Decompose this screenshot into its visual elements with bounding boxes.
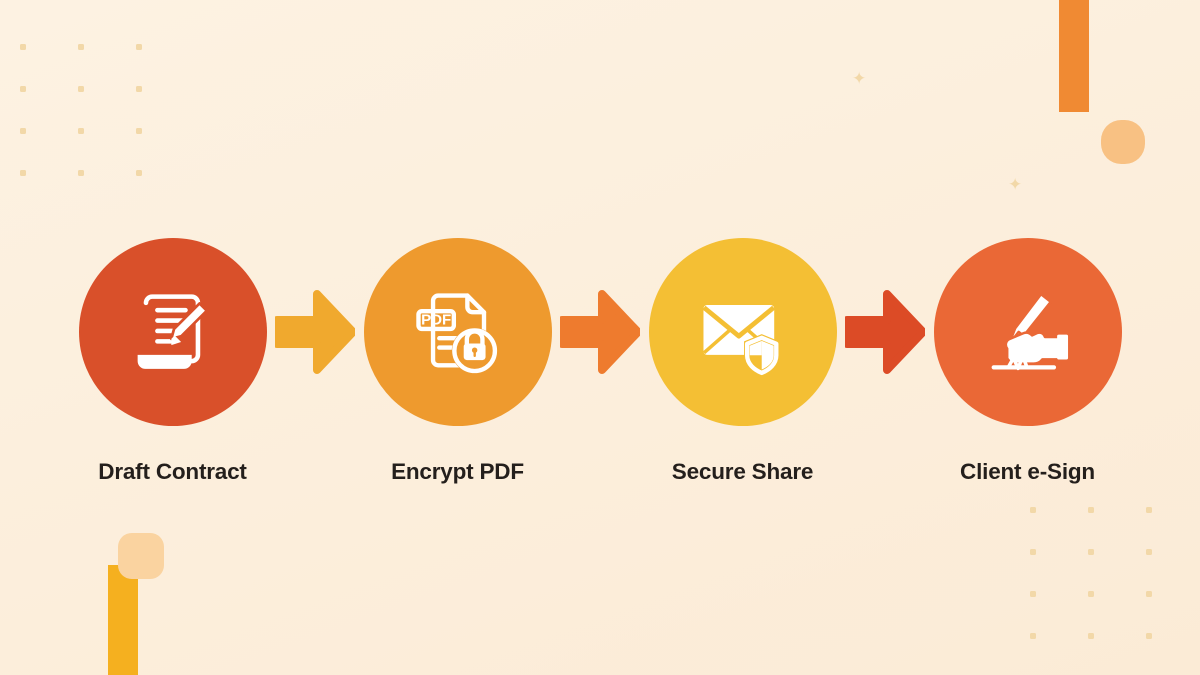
process-flow: Draft Contract PDF	[0, 238, 1200, 485]
arrow-right-icon	[275, 290, 355, 374]
flow-arrow-1	[268, 238, 363, 426]
step-icon-circle	[648, 238, 837, 426]
flow-step-encrypt-pdf[interactable]: PDF Encrypt PDF	[363, 238, 553, 485]
sparkle-icon: ✦	[852, 69, 867, 88]
sparkle-icon: ✦	[1008, 175, 1023, 194]
contract-pencil-icon	[137, 294, 208, 369]
arrow-right-icon	[560, 290, 640, 374]
step-icon-circle	[78, 238, 267, 426]
decorative-blob-top-right	[1101, 120, 1145, 164]
hand-signing-icon	[991, 292, 1068, 371]
dot-grid-top-left	[20, 44, 142, 176]
step-label: Encrypt PDF	[391, 459, 524, 484]
corner-band-top-right	[1059, 0, 1200, 112]
dot-grid-bottom-right	[1030, 507, 1152, 639]
step-label: Draft Contract	[98, 459, 247, 484]
pdf-badge-text: PDF	[421, 312, 451, 329]
pdf-lock-icon: PDF	[415, 293, 498, 374]
flow-step-client-esign[interactable]: Client e-Sign	[933, 238, 1123, 485]
envelope-shield-icon	[701, 304, 779, 376]
flow-step-draft-contract[interactable]: Draft Contract	[78, 238, 268, 485]
step-icon-circle	[933, 238, 1122, 426]
arrow-right-icon	[845, 290, 925, 374]
flow-arrow-3	[838, 238, 933, 426]
flow-step-secure-share[interactable]: Secure Share	[648, 238, 838, 485]
step-label: Secure Share	[671, 459, 814, 484]
step-label: Client e-Sign	[960, 459, 1095, 484]
step-icon-circle: PDF	[363, 238, 552, 426]
decorative-blob-bottom-left	[118, 533, 164, 579]
flow-arrow-2	[553, 238, 648, 426]
corner-band-bottom-left	[0, 565, 138, 675]
